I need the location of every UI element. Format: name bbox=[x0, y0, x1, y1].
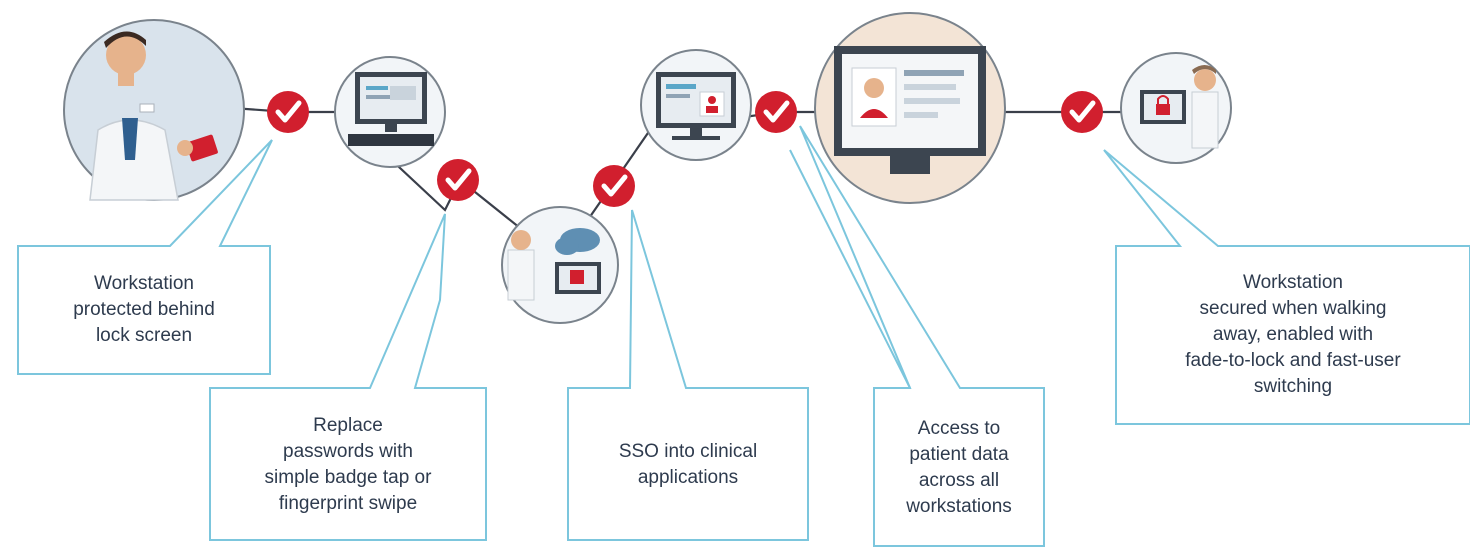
callout-1-label: Workstation protected behind lock screen bbox=[73, 273, 215, 346]
doctor-locked-screen-icon bbox=[1120, 52, 1232, 164]
checkmark-icon bbox=[267, 91, 309, 133]
callout-1-text: Workstation protected behind lock screen bbox=[20, 248, 268, 372]
checkmark-icon bbox=[755, 91, 797, 133]
callout-2-label: Replace passwords with simple badge tap … bbox=[264, 415, 432, 514]
callout-4-text: Access to patient data across all workst… bbox=[876, 392, 1042, 544]
checkmark-icon bbox=[593, 165, 635, 207]
patient-record-monitor-icon bbox=[814, 12, 1006, 204]
callout-5-label: Workstation secured when walking away, e… bbox=[1185, 272, 1401, 397]
desktop-computer-icon bbox=[334, 56, 446, 168]
callout-2-text: Replace passwords with simple badge tap … bbox=[212, 392, 484, 538]
callout-3-text: SSO into clinical applications bbox=[570, 392, 806, 538]
callout-1 bbox=[17, 139, 273, 375]
callout-4 bbox=[799, 125, 1045, 547]
clinician-cloud-login-icon bbox=[501, 206, 619, 324]
callout-5 bbox=[1103, 149, 1470, 425]
callout-4-pointer-extra bbox=[789, 149, 911, 389]
callout-3-label: SSO into clinical applications bbox=[618, 441, 758, 488]
doctor-with-badge-icon bbox=[63, 19, 245, 201]
clinical-app-monitor-icon bbox=[640, 49, 752, 161]
callout-2 bbox=[209, 213, 487, 541]
callout-4-label: Access to patient data across all workst… bbox=[906, 418, 1012, 517]
checkmark-icon bbox=[1061, 91, 1103, 133]
callout-3 bbox=[567, 209, 809, 541]
callout-5-text: Workstation secured when walking away, e… bbox=[1118, 248, 1468, 422]
checkmark-icon bbox=[437, 159, 479, 201]
